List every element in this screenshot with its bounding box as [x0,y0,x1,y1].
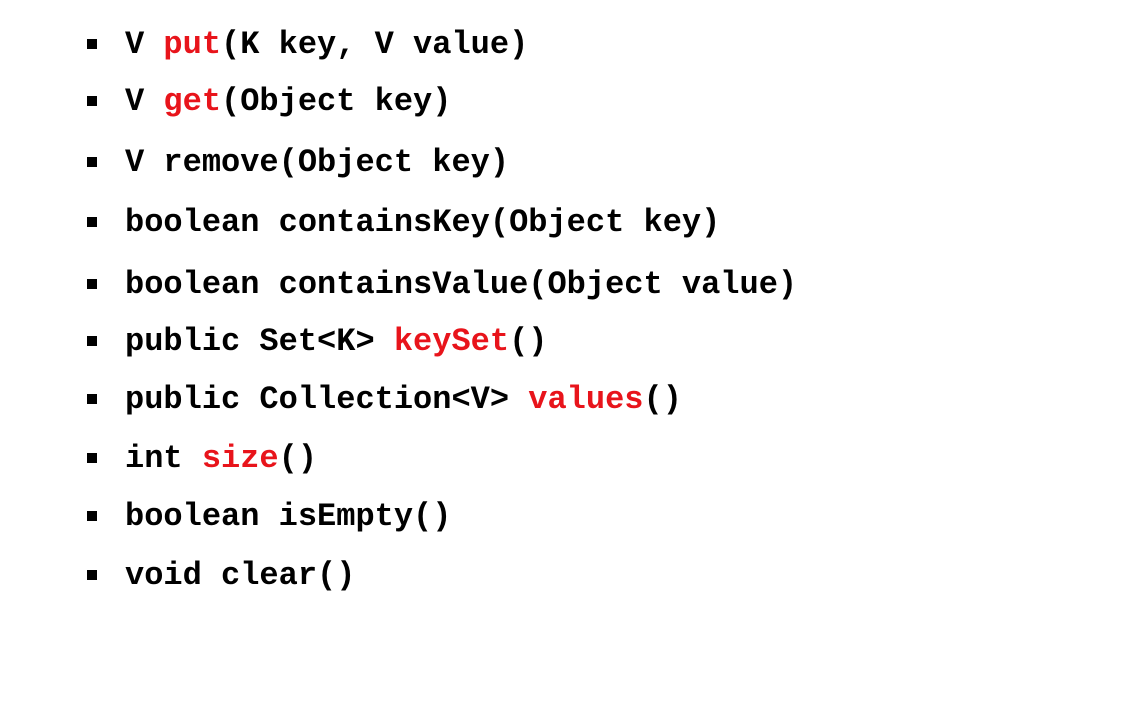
signature-text: V [125,83,164,120]
list-item: public Collection<V> values() [0,380,1138,420]
signature-text: (K key, V value) [221,26,529,63]
signature-text: V [125,26,164,63]
method-signature: public Collection<V> values() [125,380,682,420]
list-item: boolean containsKey(Object key) [0,203,1138,243]
method-signature: V remove(Object key) [125,143,509,183]
map-method-list: V put(K key, V value) V get(Object key) … [0,25,1138,596]
list-item: V put(K key, V value) [0,25,1138,65]
list-item: boolean isEmpty() [0,497,1138,537]
highlighted-method-name: keySet [393,323,510,360]
square-bullet-icon [87,394,97,404]
highlighted-method-name: put [163,26,222,63]
signature-text: public Collection<V> [125,381,529,418]
method-signature: boolean containsValue(Object value) [125,265,797,305]
method-signature: V put(K key, V value) [125,25,528,65]
method-signature: V get(Object key) [125,82,451,122]
square-bullet-icon [87,570,97,580]
square-bullet-icon [87,279,97,289]
method-signature: boolean containsKey(Object key) [125,203,720,243]
signature-text: public Set<K> [125,323,394,360]
method-signature: void clear() [125,556,355,596]
signature-text: () [278,440,318,477]
list-item: boolean containsValue(Object value) [0,265,1138,305]
highlighted-method-name: get [163,83,222,120]
slide: V put(K key, V value) V get(Object key) … [0,25,1138,596]
highlighted-method-name: size [201,440,279,477]
method-signature: boolean isEmpty() [125,497,451,537]
highlighted-method-name: values [528,381,644,418]
list-item: void clear() [0,556,1138,596]
square-bullet-icon [87,336,97,346]
square-bullet-icon [87,453,97,463]
list-item: V get(Object key) [0,82,1138,122]
square-bullet-icon [87,217,97,227]
list-item: public Set<K> keySet() [0,322,1138,362]
list-item: int size() [0,439,1138,479]
signature-text: () [509,323,548,360]
list-item: V remove(Object key) [0,143,1138,183]
signature-text: int [125,440,202,477]
method-signature: int size() [125,439,317,479]
square-bullet-icon [87,157,97,167]
square-bullet-icon [87,511,97,521]
signature-text: boolean isEmpty() [125,498,452,535]
signature-text: boolean containsKey(Object key) [125,204,721,241]
signature-text: void clear() [125,557,356,594]
signature-text: V remove(Object key) [125,144,510,181]
signature-text: () [643,381,682,418]
square-bullet-icon [87,39,97,49]
square-bullet-icon [87,96,97,106]
method-signature: public Set<K> keySet() [125,322,547,362]
signature-text: boolean containsValue(Object value) [125,266,798,303]
signature-text: (Object key) [221,83,452,120]
